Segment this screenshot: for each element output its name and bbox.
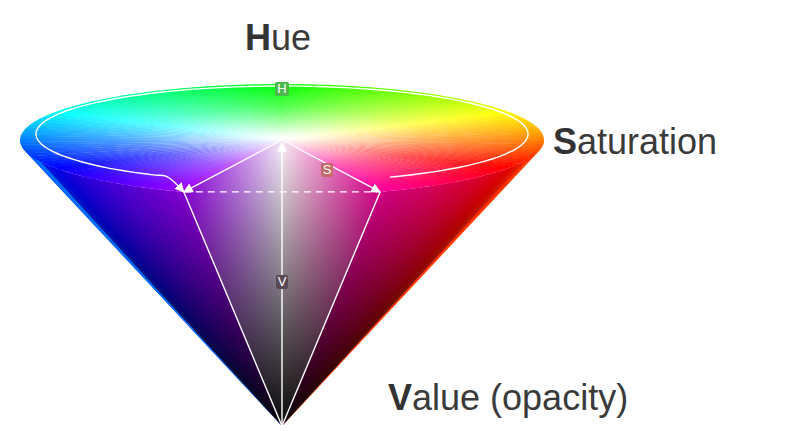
axis-title: Saturation (553, 122, 717, 162)
axis-title: Value (opacity) (388, 378, 628, 418)
cut-faces (184, 140, 380, 426)
guide-lines (36, 86, 528, 426)
axis-title: Hue (245, 18, 311, 58)
axis-letter: V (276, 275, 289, 289)
axis-letter: H (275, 82, 288, 96)
axis-letter: S (321, 163, 334, 177)
